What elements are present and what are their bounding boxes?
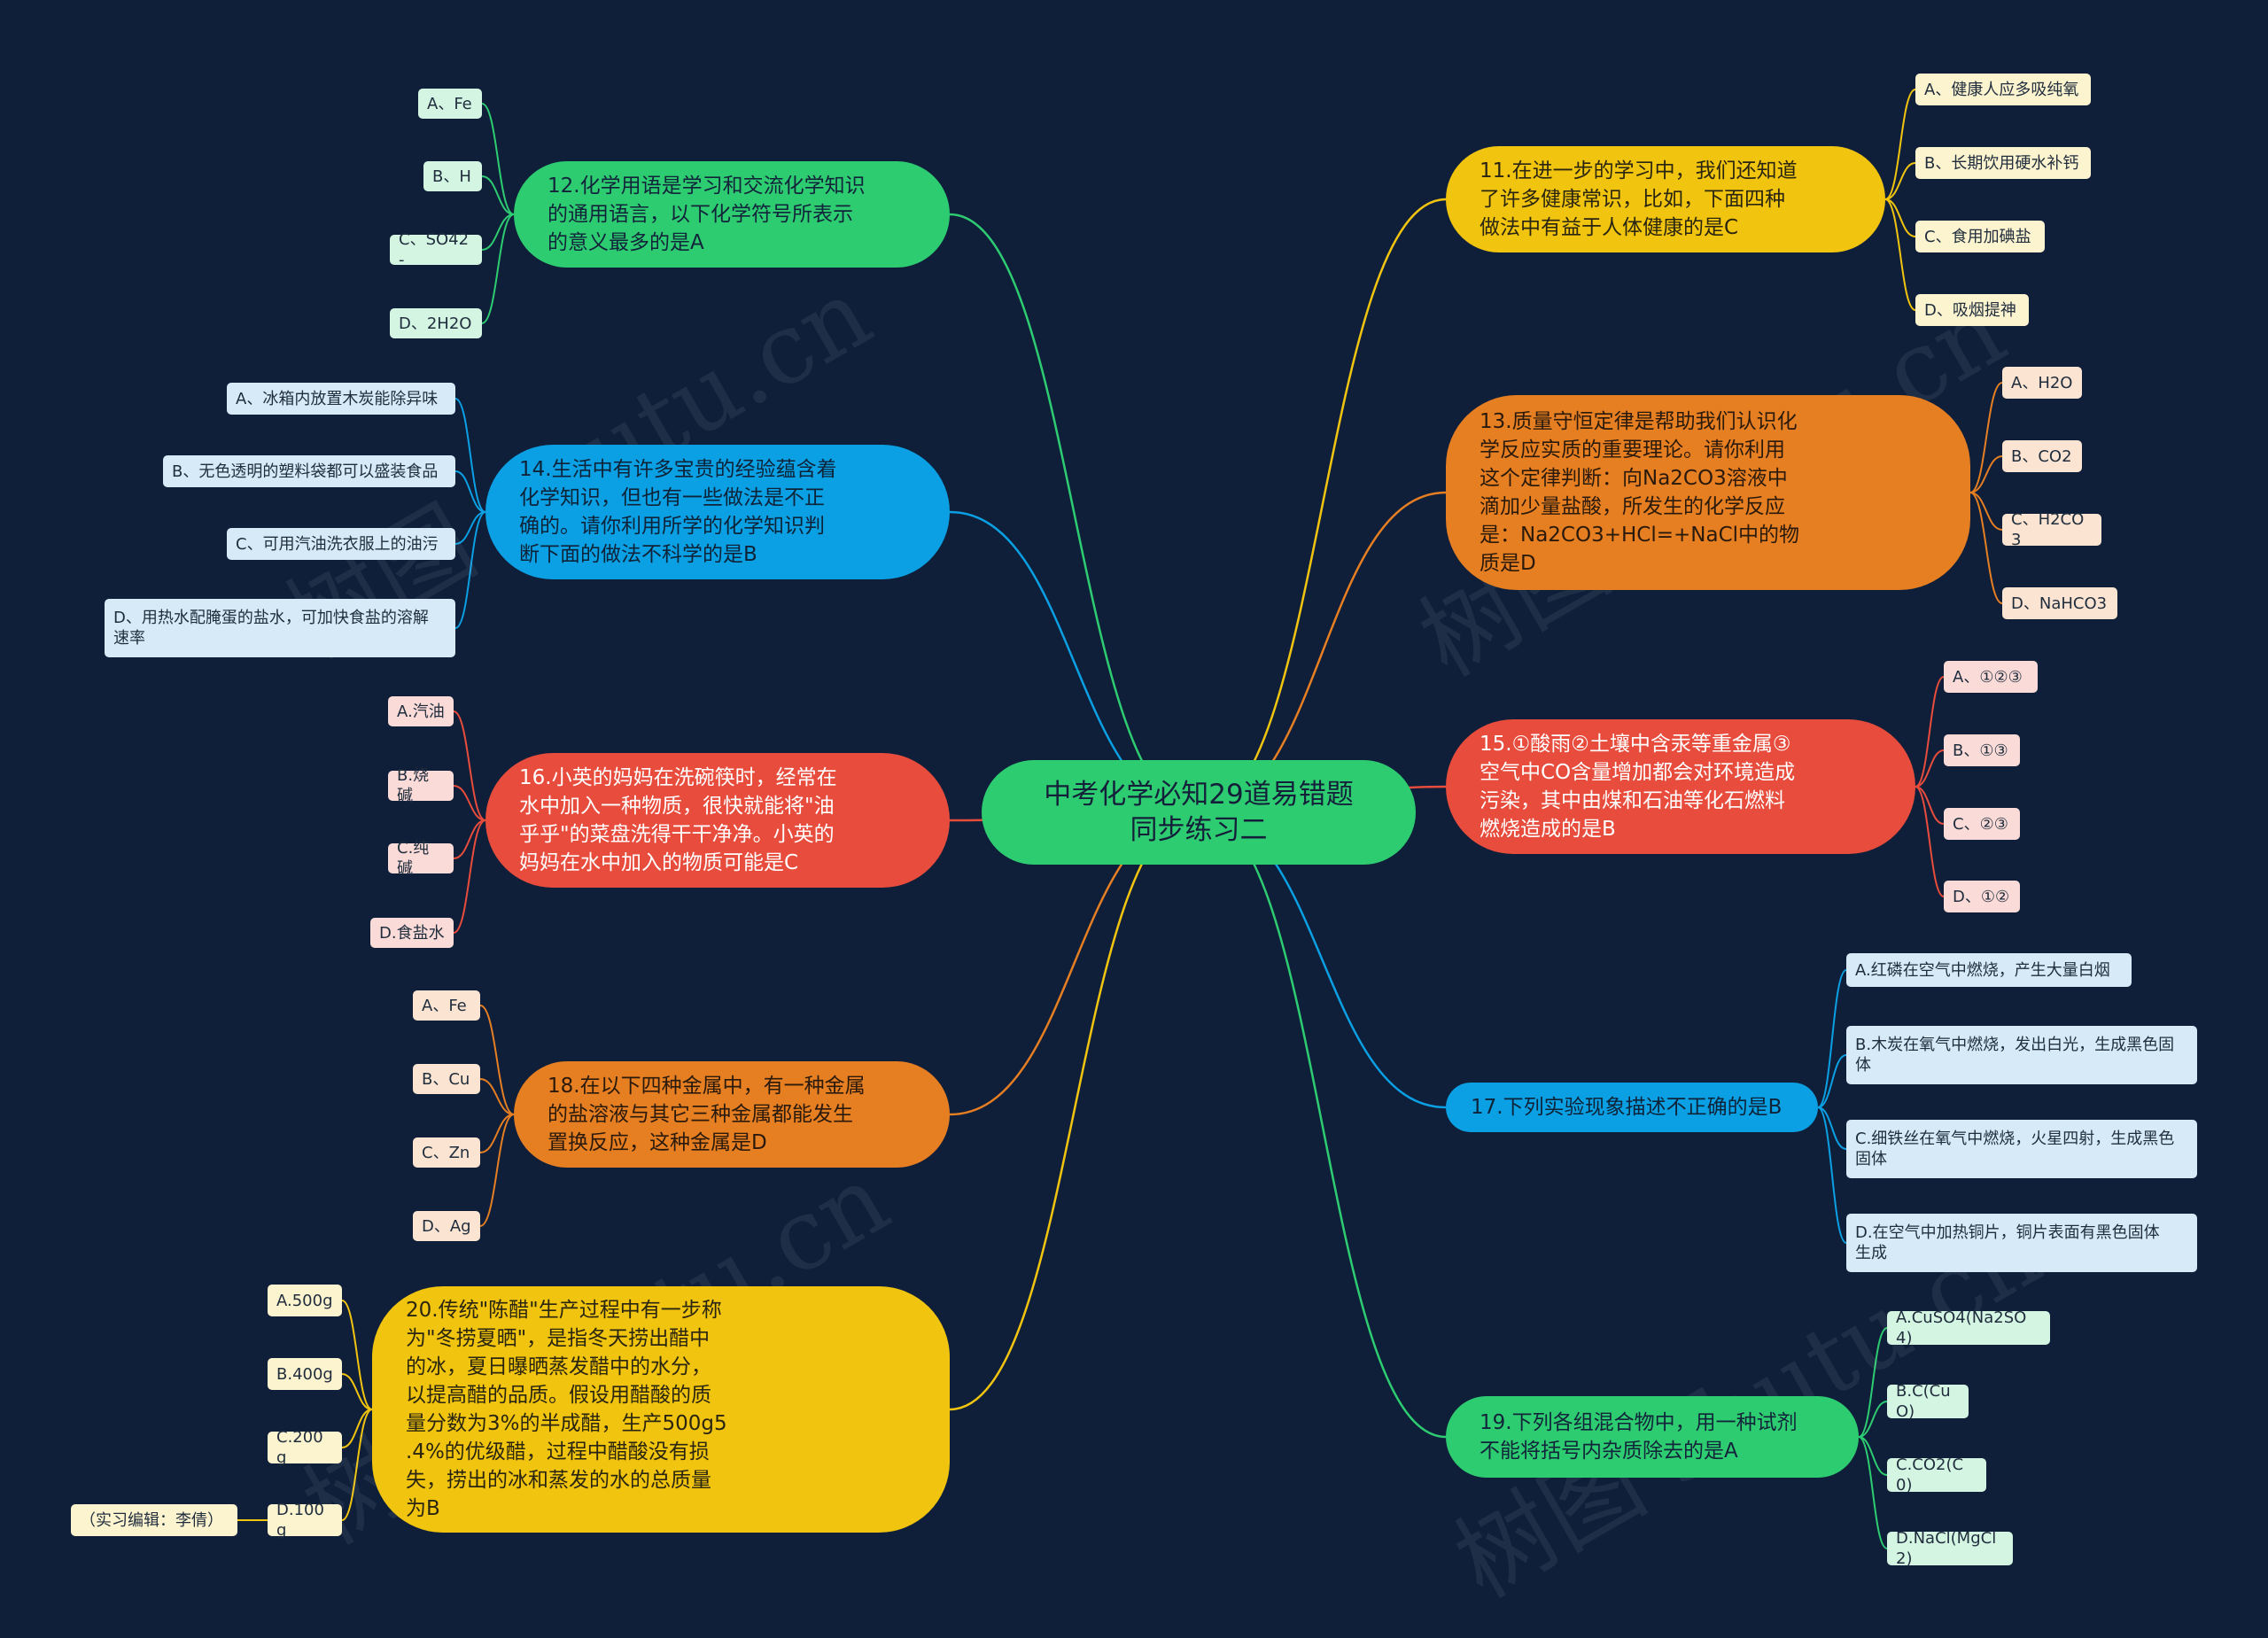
option-b[interactable]: B.木炭在氧气中燃烧，发出白光，生成黑色固 体 [1846,1026,2197,1084]
option-line [1884,89,1916,200]
option-line [1817,1106,1847,1244]
option-line [341,1300,373,1410]
option-line [1915,676,1945,788]
option-d[interactable]: D.食盐水 [370,918,454,948]
option-line [479,1114,515,1153]
branch-line [1198,198,1447,814]
option-d[interactable]: D.NaCl(MgCl2) [1887,1529,2013,1568]
branch-line [1198,811,1447,1439]
option-line [1915,749,1945,788]
option-line [341,1373,373,1410]
option-c[interactable]: C、H2CO3 [2002,510,2101,549]
option-a[interactable]: A.汽油 [388,696,454,726]
option-d[interactable]: D、NaHCO3 [2002,587,2117,619]
question-13[interactable]: 13.质量守恒定律是帮助我们认识化 学反应实质的重要理论。请你利用 这个定律判断… [1446,395,1970,590]
option-b[interactable]: B、无色透明的塑料袋都可以盛装食品 [163,455,455,487]
option-a[interactable]: A、①②③ [1944,661,2038,693]
option-d[interactable]: D、2H2O [390,308,482,338]
option-line [1858,1436,1888,1549]
option-line [479,1078,515,1115]
option-a[interactable]: A.500g [268,1285,342,1316]
option-b[interactable]: B、CO2 [2002,440,2082,472]
option-c[interactable]: C.纯碱 [388,839,454,878]
option-a[interactable]: A、冰箱内放置木炭能除异味 [227,383,455,415]
central-topic[interactable]: 中考化学必知29道易错题 同步练习二 [982,760,1416,865]
option-b[interactable]: B、长期饮用硬水补钙 [1915,147,2091,179]
option-line [1858,1436,1888,1476]
option-line [454,470,486,513]
option-line [341,1409,373,1521]
option-a[interactable]: A、Fe [418,89,482,119]
option-c[interactable]: C、Zn [413,1137,480,1168]
option-line [453,819,486,859]
question-18[interactable]: 18.在以下四种金属中，有一种金属 的盐溶液与其它三种金属都能发生 置换反应，这… [514,1061,950,1168]
option-d[interactable]: D、Ag [413,1211,480,1241]
question-14[interactable]: 14.生活中有许多宝贵的经验蕴含着 化学知识，但也有一些做法是不正 确的。请你利… [485,445,950,579]
option-b[interactable]: B.烧碱 [388,766,454,805]
option-c[interactable]: C、SO42- [390,230,482,269]
option-line [1969,492,2003,531]
option-c[interactable]: C.200g [268,1428,342,1467]
option-line [1817,969,1847,1108]
option-line [454,511,486,545]
option-a[interactable]: A、Fe [413,990,480,1021]
option-line [1915,786,1945,897]
option-a[interactable]: A.CuSO4(Na2SO4) [1887,1308,2050,1347]
option-b[interactable]: B、Cu [413,1064,480,1094]
option-b[interactable]: B.C(CuO) [1887,1382,1969,1421]
option-line [1884,198,1916,237]
option-line [1969,382,2003,493]
editor-note: （实习编辑：李倩） [71,1504,237,1536]
question-19[interactable]: 19.下列各组混合物中，用一种试剂 不能将括号内杂质除去的是A [1446,1396,1859,1478]
option-c[interactable]: C、可用汽油洗衣服上的油污 [227,528,455,560]
option-line [1969,492,2003,604]
option-a[interactable]: A、H2O [2002,367,2082,399]
branch-line [949,213,1200,814]
option-line [453,785,486,821]
option-line [1884,162,1916,200]
option-c[interactable]: C.CO2(C0) [1887,1456,1986,1494]
option-line [454,511,486,629]
option-c[interactable]: C.细铁丝在氧气中燃烧，火星四射，生成黑色 固体 [1846,1120,2197,1178]
option-line [1817,1054,1847,1108]
question-20[interactable]: 20.传统"陈醋"生产过程中有一步称 为"冬捞夏晒"，是指冬天捞出醋中 的冰，夏… [372,1286,950,1533]
option-d[interactable]: D.100g [268,1501,342,1540]
option-b[interactable]: B、H [423,161,482,191]
option-line [341,1409,373,1448]
option-line [1884,198,1916,311]
question-17[interactable]: 17.下列实验现象描述不正确的是B [1446,1083,1818,1132]
question-12[interactable]: 12.化学用语是学习和交流化学知识 的通用语言，以下化学符号所表示 的意义最多的… [514,161,950,268]
option-line [453,710,486,821]
option-line [1858,1327,1888,1438]
option-line [1858,1401,1888,1438]
question-15[interactable]: 15.①酸雨②土壤中含汞等重金属③ 空气中CO含量增加都会对环境造成 污染，其中… [1446,719,1915,854]
option-line [1817,1106,1847,1150]
option-a[interactable]: A.红磷在空气中燃烧，产生大量白烟 [1846,953,2132,987]
option-line [481,213,515,251]
option-line [1915,786,1945,825]
branch-line [949,811,1200,1411]
option-a[interactable]: A、健康人应多吸纯氧 [1915,74,2091,105]
option-b[interactable]: B.400g [268,1358,342,1390]
option-line [479,1005,515,1115]
option-c[interactable]: C、②③ [1944,808,2020,840]
option-d[interactable]: D、用热水配腌蛋的盐水，可加快食盐的溶解 速率 [105,599,455,657]
option-d[interactable]: D、①② [1944,881,2020,912]
option-d[interactable]: D.在空气中加热铜片，铜片表面有黑色固体 生成 [1846,1214,2197,1272]
option-line [481,175,515,215]
option-line [481,103,515,215]
option-line [454,398,486,513]
option-line [453,819,486,934]
question-11[interactable]: 11.在进一步的学习中，我们还知道 了许多健康常识，比如，下面四种 做法中有益于… [1446,146,1885,252]
question-16[interactable]: 16.小英的妈妈在洗碗筷时，经常在 水中加入一种物质，很快就能将"油 乎乎"的菜… [485,753,950,888]
option-b[interactable]: B、①③ [1944,734,2020,766]
option-line [479,1114,515,1227]
option-line [481,213,515,324]
option-d[interactable]: D、吸烟提神 [1915,294,2029,326]
option-c[interactable]: C、食用加碘盐 [1915,221,2045,252]
option-line [1969,455,2003,493]
